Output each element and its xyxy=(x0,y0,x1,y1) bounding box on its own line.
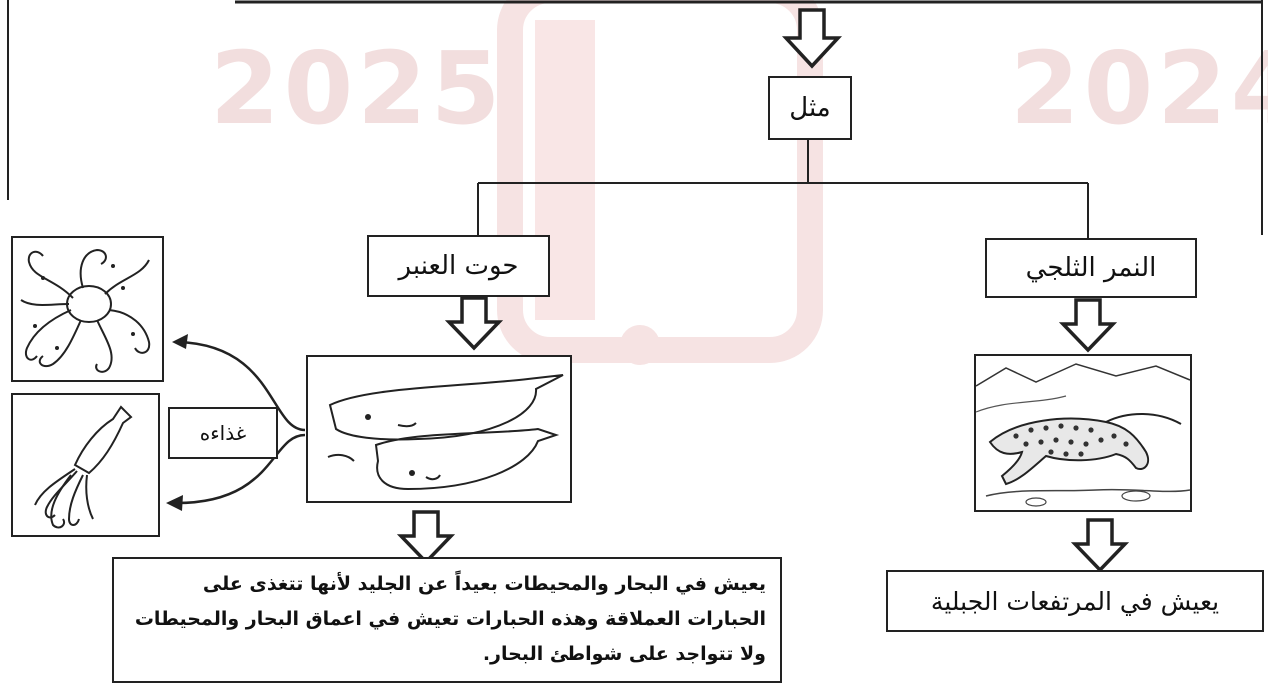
squid-icon xyxy=(34,405,133,529)
whale-label: حوت العنبر xyxy=(398,251,519,281)
down-arrow-icon xyxy=(1058,298,1118,353)
leopard-label: النمر الثلجي xyxy=(1025,253,1157,283)
down-arrow-icon xyxy=(1070,518,1130,573)
watermark-year-left: 2025 xyxy=(210,30,505,147)
leopard-image xyxy=(974,354,1192,512)
down-arrow-icon xyxy=(781,8,843,69)
down-arrow-icon xyxy=(444,296,504,351)
example-node: مثل xyxy=(768,76,852,140)
squid-image xyxy=(11,393,160,537)
food-node: غذاءه xyxy=(168,407,278,459)
leopard-description: يعيش في المرتفعات الجبلية xyxy=(886,570,1264,632)
watermark-year-right: 2024 xyxy=(1010,30,1268,147)
leopard-node: النمر الثلجي xyxy=(985,238,1197,298)
whale-description: يعيش في البحار والمحيطات بعيداً عن الجلي… xyxy=(112,557,782,683)
snow-leopard-icon xyxy=(975,363,1191,507)
down-arrow-icon xyxy=(396,510,456,565)
whale-description-text: يعيش في البحار والمحيطات بعيداً عن الجلي… xyxy=(134,573,766,665)
whale-node: حوت العنبر xyxy=(367,235,550,297)
example-label: مثل xyxy=(789,93,831,123)
octopus-image xyxy=(11,236,164,382)
leopard-description-text: يعيش في المرتفعات الجبلية xyxy=(930,586,1220,616)
whale-image xyxy=(306,355,572,503)
octopus-icon xyxy=(20,248,151,373)
sperm-whale-icon xyxy=(327,374,564,491)
food-label: غذاءه xyxy=(199,421,247,445)
